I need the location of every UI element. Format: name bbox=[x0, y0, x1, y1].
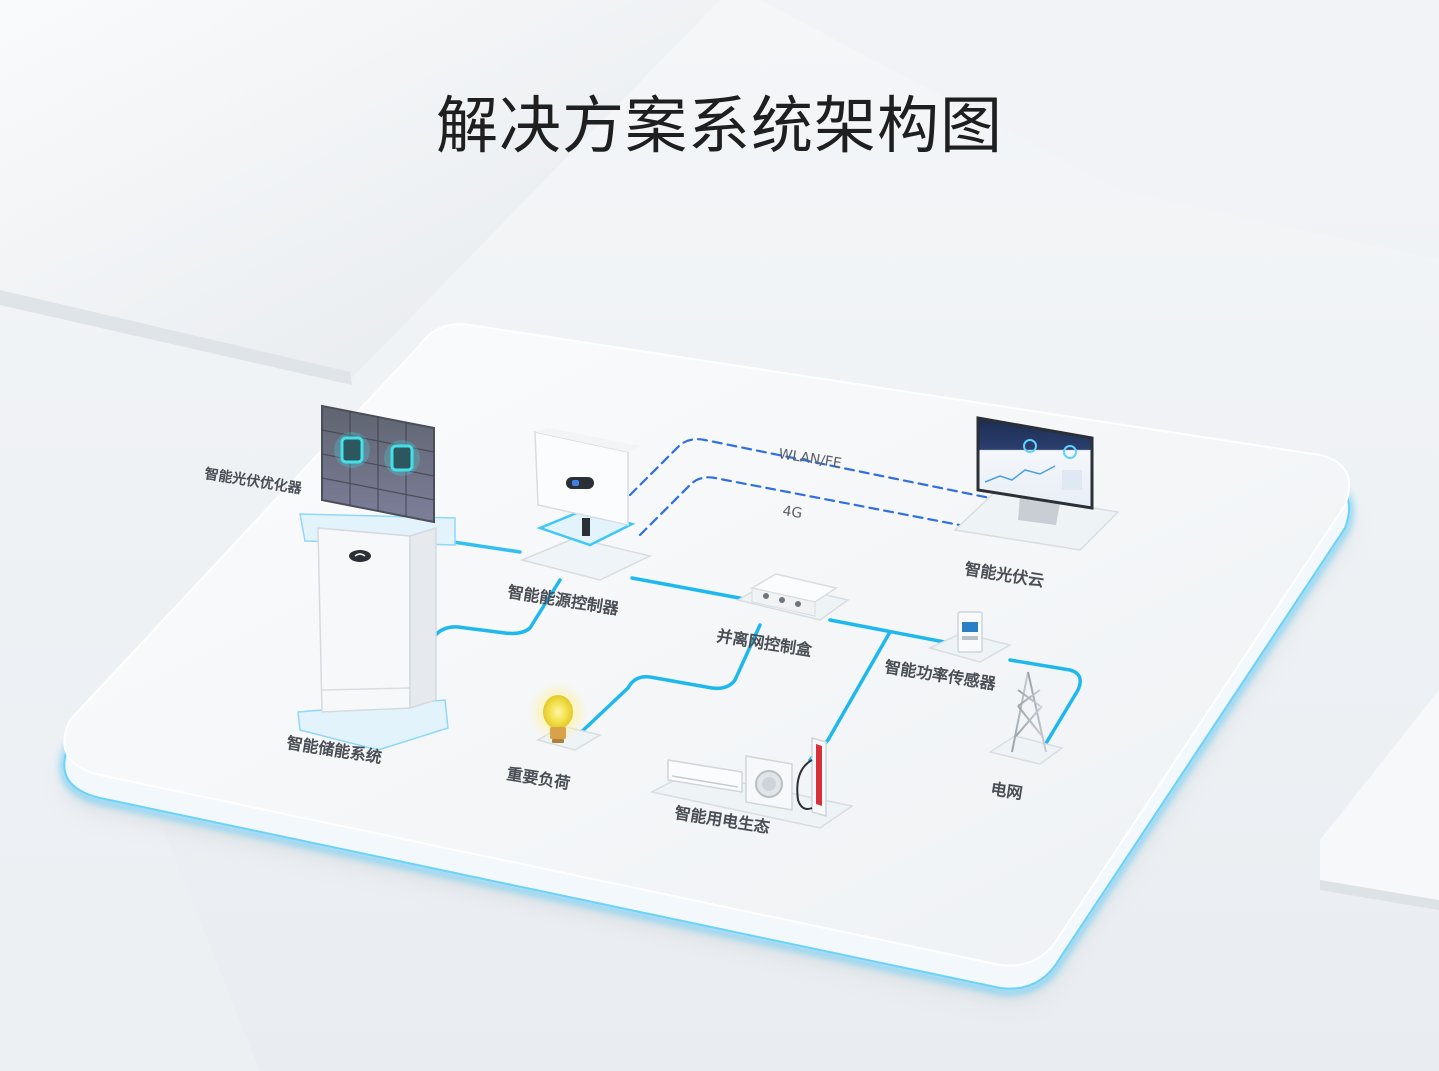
label-grid: 电网 bbox=[989, 779, 1024, 803]
power-sensor-illustration bbox=[927, 611, 1013, 663]
critical-load-illustration bbox=[534, 688, 602, 751]
pv-cloud-illustration bbox=[953, 416, 1120, 551]
page-title: 解决方案系统架构图 bbox=[435, 89, 1003, 162]
comm-lines bbox=[628, 438, 992, 537]
grid-switch-box-illustration bbox=[735, 573, 850, 621]
label-pv-optimizer: 智能光伏优化器 bbox=[202, 465, 303, 497]
grid-illustration bbox=[988, 671, 1064, 765]
platform bbox=[63, 323, 1350, 967]
energy-controller-illustration bbox=[519, 428, 653, 581]
4g-label: 4G bbox=[781, 503, 803, 522]
smart-home-illustration bbox=[649, 737, 854, 829]
pv-optimizer-illustration bbox=[299, 404, 456, 546]
storage-system-illustration bbox=[297, 526, 449, 751]
